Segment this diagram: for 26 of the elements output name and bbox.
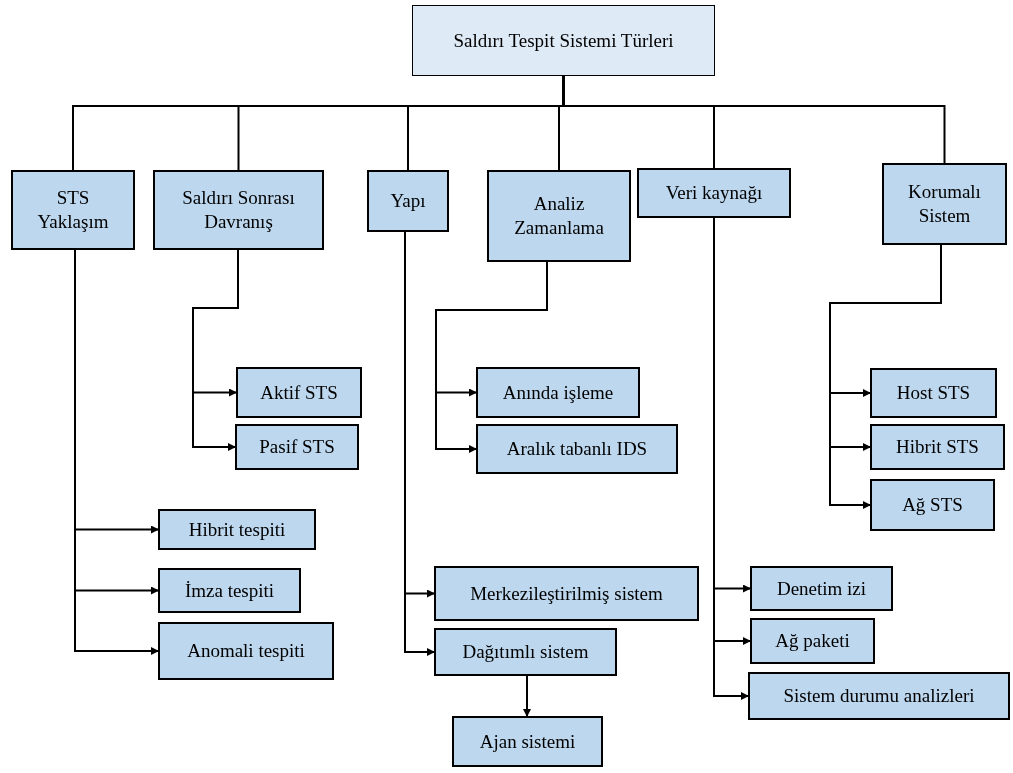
category-box: Aktif STS [236,367,362,418]
arrow [523,675,531,717]
category-box: Dağıtımlı sistem [434,628,617,676]
category-box: Host STS [870,368,997,418]
category-box: Anında işleme [476,367,640,418]
category-box: Saldırı Sonrası Davranış [153,170,324,250]
category-box: Yapı [367,170,449,232]
category-box: Hibrit tespiti [158,509,316,550]
arrow [435,261,548,453]
category-box: Hibrit STS [870,424,1005,470]
arrow [192,249,239,451]
category-box: Denetim izi [750,566,893,611]
category-box: Ajan sistemi [452,716,603,767]
category-box: Veri kaynağı [637,168,791,218]
category-box: İmza tespiti [158,568,301,613]
category-box: Korumalı Sistem [882,163,1007,245]
category-box: Aralık tabanlı IDS [476,424,678,474]
category-box: Anomali tespiti [158,622,334,680]
category-box: Ağ paketi [750,618,875,664]
category-box: Sistem durumu analizleri [748,672,1010,720]
title-box: Saldırı Tespit Sistemi Türleri [412,5,715,76]
category-box: STS Yaklaşım [11,170,135,250]
category-box: Merkezileştirilmiş sistem [434,566,699,621]
category-box: Ağ STS [870,479,995,531]
category-box: Analiz Zamanlama [487,170,631,262]
category-box: Pasif STS [235,424,359,470]
